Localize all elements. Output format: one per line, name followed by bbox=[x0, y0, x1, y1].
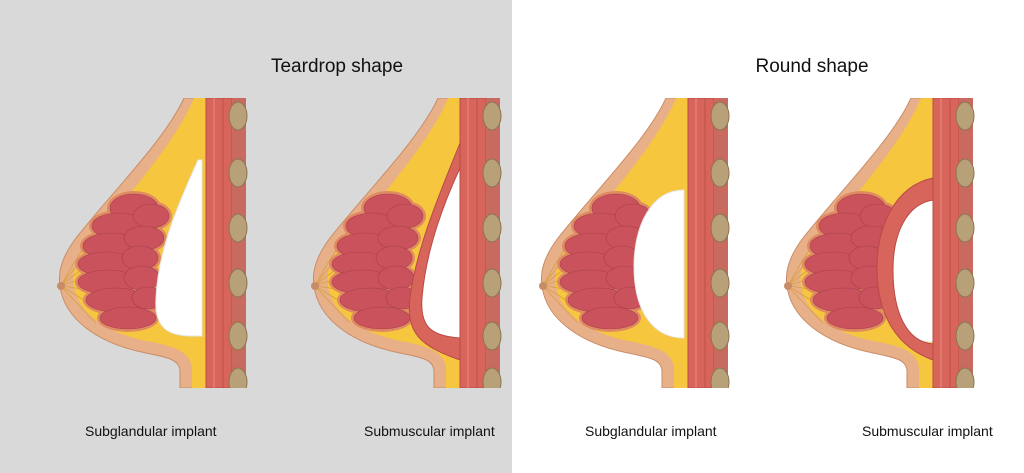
rib bbox=[228, 213, 248, 243]
chest-muscle bbox=[205, 98, 233, 388]
rib bbox=[228, 158, 248, 188]
gland-lobule bbox=[99, 306, 157, 330]
panel-label: Subglandular implant bbox=[585, 423, 717, 439]
gland-lobule bbox=[826, 306, 884, 330]
rib bbox=[955, 101, 975, 131]
milk-duct bbox=[787, 285, 824, 324]
gland-lobule bbox=[581, 306, 639, 330]
rib bbox=[710, 158, 730, 188]
rib bbox=[955, 213, 975, 243]
breast-implant bbox=[155, 159, 203, 337]
rib bbox=[955, 367, 975, 388]
nipple bbox=[539, 282, 547, 290]
chest-muscle bbox=[687, 98, 715, 388]
milk-duct bbox=[60, 285, 97, 324]
rib bbox=[710, 268, 730, 298]
rib bbox=[955, 158, 975, 188]
gland-lobule bbox=[377, 265, 415, 291]
breast-cross-section bbox=[539, 98, 730, 388]
rib bbox=[482, 268, 502, 298]
rib bbox=[710, 367, 730, 388]
gland-lobule bbox=[123, 265, 161, 291]
rib bbox=[228, 268, 248, 298]
breast-cross-section bbox=[784, 98, 975, 388]
panel-label: Submuscular implant bbox=[364, 423, 495, 439]
rib bbox=[710, 101, 730, 131]
teardrop-subglandular-illustration bbox=[56, 98, 256, 388]
gland-lobule bbox=[353, 306, 411, 330]
breast-cross-section bbox=[57, 98, 248, 388]
rib bbox=[482, 158, 502, 188]
rib bbox=[482, 321, 502, 351]
panel-label: Submuscular implant bbox=[862, 423, 993, 439]
panel-label: Subglandular implant bbox=[85, 423, 217, 439]
rib bbox=[710, 321, 730, 351]
round-submuscular-illustration bbox=[783, 98, 983, 388]
rib bbox=[228, 367, 248, 388]
rib bbox=[482, 213, 502, 243]
nipple bbox=[311, 282, 319, 290]
nipple bbox=[784, 282, 792, 290]
rib bbox=[228, 321, 248, 351]
gland-lobule bbox=[386, 203, 424, 229]
milk-duct bbox=[314, 285, 351, 324]
rib bbox=[955, 321, 975, 351]
round-shape-title: Round shape bbox=[755, 56, 869, 77]
milk-duct bbox=[542, 285, 579, 324]
teardrop-shape-title: Teardrop shape bbox=[270, 56, 404, 77]
teardrop-submuscular-illustration bbox=[310, 98, 510, 388]
rib bbox=[955, 268, 975, 298]
round-subglandular-illustration bbox=[538, 98, 738, 388]
gland-lobule bbox=[132, 203, 170, 229]
rib bbox=[482, 101, 502, 131]
nipple bbox=[57, 282, 65, 290]
breast-cross-section bbox=[311, 98, 502, 388]
chest-muscle bbox=[459, 98, 487, 388]
breast-implant bbox=[633, 189, 685, 339]
rib bbox=[482, 367, 502, 388]
rib bbox=[710, 213, 730, 243]
rib bbox=[228, 101, 248, 131]
chest-muscle bbox=[932, 98, 960, 388]
